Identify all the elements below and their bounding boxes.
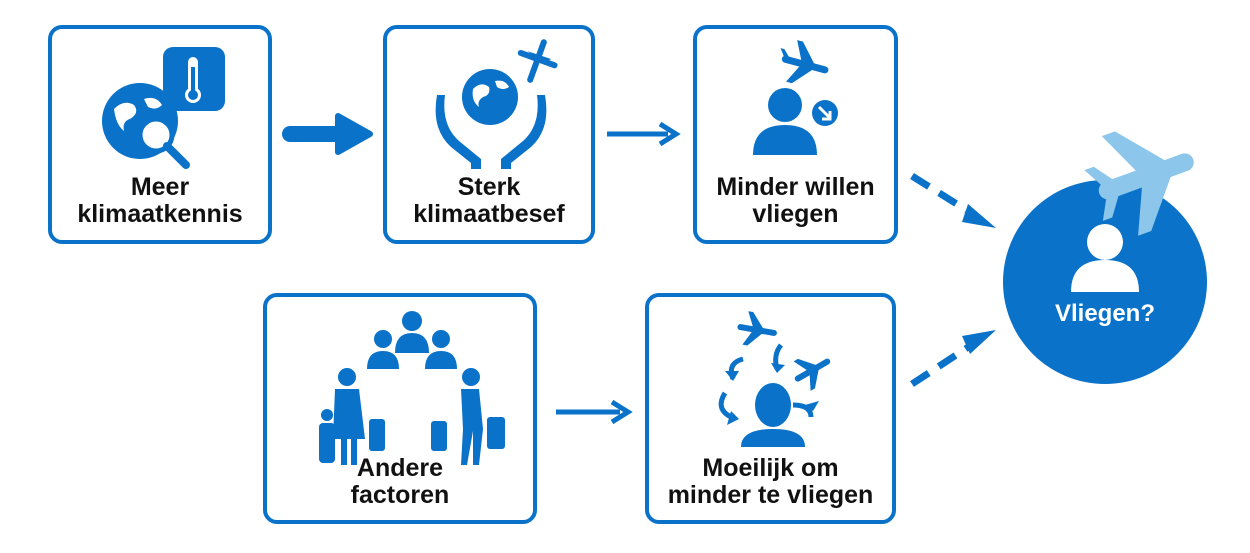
dashed-arrow-icon <box>910 173 996 228</box>
family-travel-icon <box>319 311 505 465</box>
box-andere-factoren: Andere factoren <box>263 293 537 524</box>
airplane-icon <box>1084 131 1194 236</box>
box-minder-willen-vliegen: Minder willen vliegen <box>693 25 898 244</box>
box-label: Minder willen vliegen <box>716 173 875 228</box>
person-icon <box>1071 224 1139 292</box>
globe-magnifier-icon <box>102 47 225 169</box>
box-label: Moeilijk om minder te vliegen <box>667 454 874 509</box>
arrow-icon <box>607 121 681 147</box>
box-moeilijk-om-minder-te-vliegen: Moeilijk om minder te vliegen <box>645 293 896 524</box>
arrow-icon <box>556 399 633 425</box>
hands-globe-icon <box>435 39 558 169</box>
confused-person-icon <box>718 311 831 447</box>
box-label: Andere factoren <box>350 454 450 509</box>
person-airplane-icon <box>753 40 838 155</box>
box-label: Meer klimaatkennis <box>77 173 243 228</box>
outcome-label: Vliegen? <box>1054 300 1156 327</box>
box-sterk-klimaatbesef: Sterk klimaatbesef <box>383 25 595 244</box>
dashed-arrow-icon <box>910 330 996 387</box>
thick-arrow-icon <box>282 113 373 155</box>
box-meer-klimaatkennis: Meer klimaatkennis <box>48 25 272 244</box>
box-label: Sterk klimaatbesef <box>413 173 565 228</box>
